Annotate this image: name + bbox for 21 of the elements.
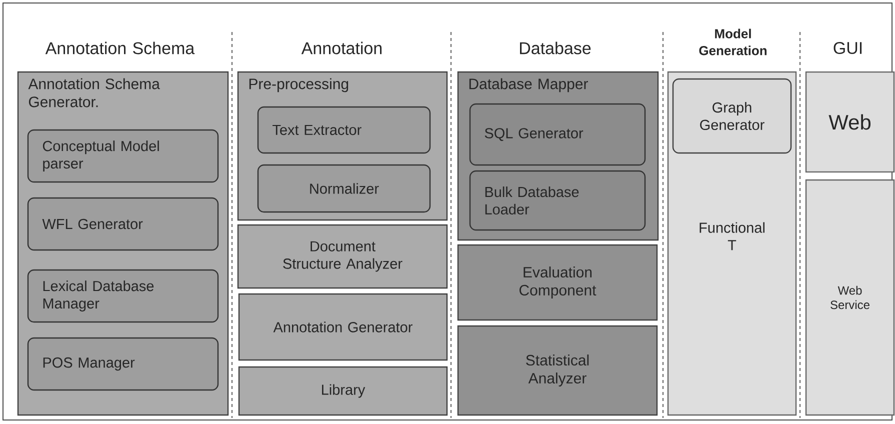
module-box: WFL Generator	[27, 197, 219, 251]
module-box: Normalizer	[257, 164, 431, 213]
module-box: SQL Generator	[469, 103, 646, 166]
module-box: Lexical Database Manager	[27, 269, 219, 323]
column-heading: Annotation	[301, 42, 382, 54]
module-box: POS Manager	[27, 337, 219, 391]
module-box: Text Extractor	[257, 106, 431, 154]
module-box: Bulk Database Loader	[469, 170, 646, 231]
component-box: Web	[805, 71, 895, 173]
column-heading: Model Generation	[699, 28, 766, 56]
component-box: Web Service	[805, 179, 895, 416]
column-heading: Annotation Schema	[45, 42, 195, 54]
module-box: Conceptual Model parser	[27, 129, 219, 183]
component-box: Library	[238, 366, 448, 416]
component-box: Annotation Generator	[238, 293, 448, 361]
column-heading: Database	[520, 42, 591, 54]
component-box: Statistical Analyzer	[457, 325, 658, 416]
component-box: Evaluation Component	[457, 244, 658, 321]
module-box: Graph Generator	[672, 78, 792, 154]
column-heading: GUI	[834, 42, 862, 54]
component-box: Document Structure Analyzer	[237, 224, 448, 289]
